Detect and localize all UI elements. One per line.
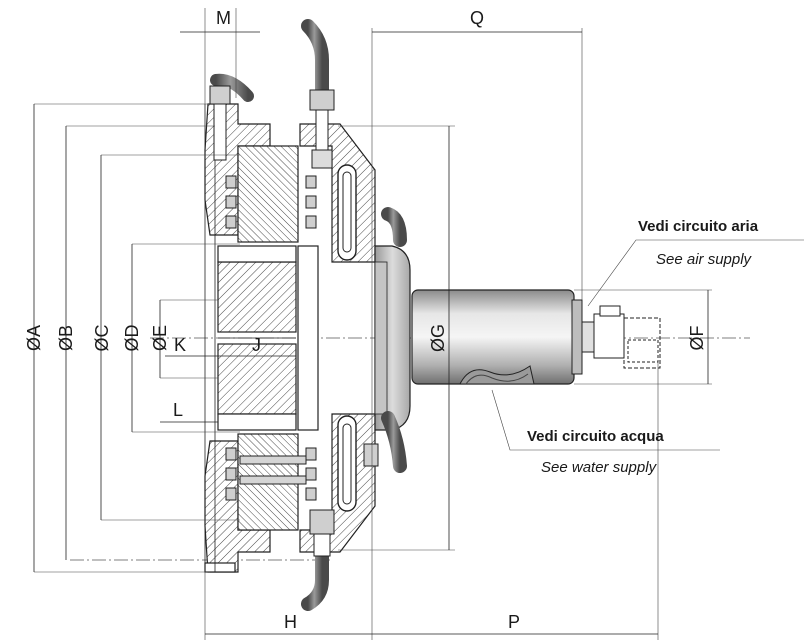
dim-label-g: ØG [428,324,448,352]
dim-label-l: L [173,400,183,420]
dim-label-p: P [508,612,520,632]
air-supply-note-en: See air supply [656,251,753,268]
dim-label-j: J [252,335,261,355]
dim-label-h: H [284,612,297,632]
dim-label-e: ØE [150,325,170,351]
rotary-disc [374,245,411,431]
dimension-lines [33,8,804,640]
air-supply-note-it: Vedi circuito aria [638,218,759,235]
dim-label-m: M [216,8,231,28]
dim-label-b: ØB [56,325,76,351]
dim-label-k: K [174,335,186,355]
water-supply-note-en: See water supply [541,459,658,476]
dim-label-d: ØD [122,324,142,351]
hoses [209,19,407,611]
air-connector [581,305,661,369]
rotary-union-cylinder [411,289,583,385]
housing [225,123,376,553]
dim-label-q: Q [470,8,484,28]
dim-label-c: ØC [92,324,112,351]
dim-label-f: ØF [687,325,707,350]
water-supply-note-it: Vedi circuito acqua [527,428,664,445]
dim-label-a: ØA [24,325,44,351]
